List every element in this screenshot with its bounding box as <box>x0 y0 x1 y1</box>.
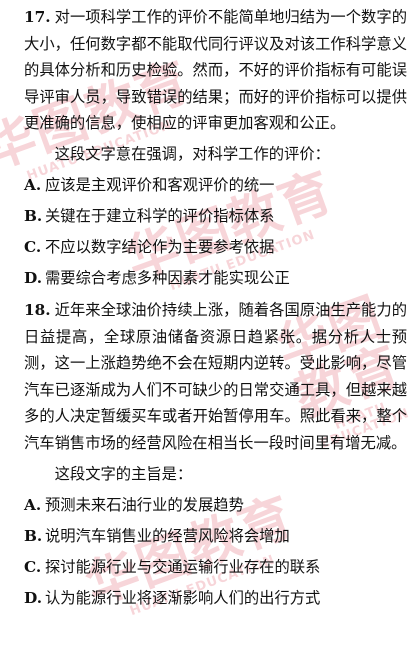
option-letter: B. <box>24 206 43 225</box>
option-letter: D. <box>24 588 43 607</box>
question-stem: 这段文字意在强调，对科学工作的评价： <box>54 144 330 163</box>
option-text: 应该是主观评价和客观评价的统一 <box>45 175 275 194</box>
option-d[interactable]: D. 认为能源行业将逐渐影响人们的出行方式 <box>24 585 407 611</box>
question-passage: 17.对一项科学工作的评价不能简单地归结为一个数字的大小，任何数字都不能取代同行… <box>24 4 407 137</box>
option-b[interactable]: B. 说明汽车销售业的经营风险将会增加 <box>24 523 407 549</box>
question-passage: 18.近年来全球油价持续上涨，随着各国原油生产能力的日益提高，全球原油储备资源日… <box>24 297 407 457</box>
option-a[interactable]: A. 预测未来石油行业的发展趋势 <box>24 492 407 518</box>
passage-text: 近年来全球油价持续上涨，随着各国原油生产能力的日益提高，全球原油储备资源日趋紧张… <box>24 300 407 452</box>
option-text: 探讨能源行业与交通运输行业存在的联系 <box>45 557 321 576</box>
option-letter: C. <box>24 557 42 576</box>
option-text: 不应以数字结论作为主要参考依据 <box>45 237 275 256</box>
question-number: 17. <box>24 8 51 26</box>
option-b[interactable]: B. 关键在于建立科学的评价指标体系 <box>24 203 407 229</box>
option-c[interactable]: C. 探讨能源行业与交通运输行业存在的联系 <box>24 554 407 580</box>
questions-container: 17.对一项科学工作的评价不能简单地归结为一个数字的大小，任何数字都不能取代同行… <box>24 2 407 611</box>
option-text: 关键在于建立科学的评价指标体系 <box>45 206 275 225</box>
option-text: 认为能源行业将逐渐影响人们的出行方式 <box>45 588 321 607</box>
question-18: 18.近年来全球油价持续上涨，随着各国原油生产能力的日益提高，全球原油储备资源日… <box>24 297 407 611</box>
question-17: 17.对一项科学工作的评价不能简单地归结为一个数字的大小，任何数字都不能取代同行… <box>24 4 407 291</box>
question-spacer <box>24 291 407 295</box>
option-d[interactable]: D. 需要综合考虑多种因素才能实现公正 <box>24 265 407 291</box>
option-letter: D. <box>24 268 43 287</box>
option-text: 需要综合考虑多种因素才能实现公正 <box>45 268 290 287</box>
question-number: 18. <box>24 300 51 319</box>
question-stem: 这段文字的主旨是： <box>54 464 193 483</box>
option-letter: B. <box>24 526 43 545</box>
option-letter: C. <box>24 237 42 256</box>
option-text: 说明汽车销售业的经营风险将会增加 <box>45 526 290 545</box>
option-letter: A. <box>24 495 42 514</box>
passage-text: 对一项科学工作的评价不能简单地归结为一个数字的大小，任何数字都不能取代同行评议及… <box>24 8 407 133</box>
option-a[interactable]: A. 应该是主观评价和客观评价的统一 <box>24 172 407 198</box>
option-c[interactable]: C. 不应以数字结论作为主要参考依据 <box>24 234 407 260</box>
option-letter: A. <box>24 175 42 194</box>
option-text: 预测未来石油行业的发展趋势 <box>45 495 244 514</box>
